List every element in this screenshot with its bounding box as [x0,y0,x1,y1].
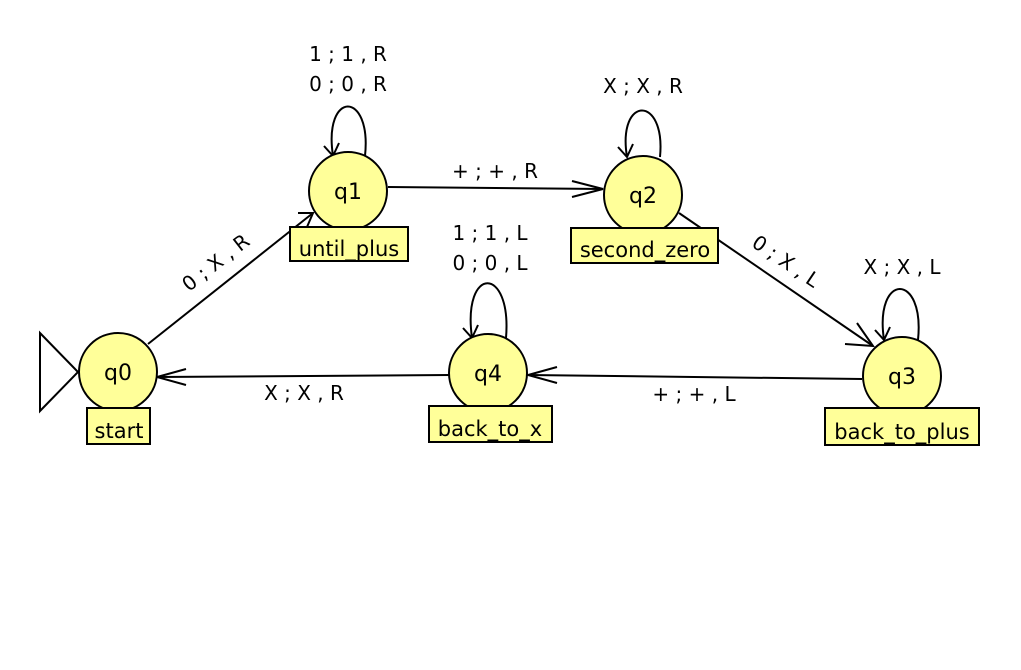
state-label-q2: second_zero [580,238,710,263]
edge-label-q1-self-1: 1 ; 1 , R [309,42,387,66]
state-label-q3: back_to_plus [834,420,969,445]
state-q3: q3 back_to_plus [824,336,980,446]
start-state-marker [39,330,80,414]
edge-label-q3-q4: + ; + , L [652,382,736,406]
state-label-box-q1 [289,226,409,262]
state-label-box-q3 [824,407,980,446]
state-name-q2: q2 [629,184,657,209]
edge-label-q2-q3: 0 ; X , L [748,230,825,293]
state-label-box-q4 [428,405,553,443]
state-label-q1: until_plus [299,237,399,262]
edge-label-q4-self-1: 1 ; 1 , L [452,221,528,245]
state-name-q3: q3 [888,365,916,390]
edge-label-q1-q2: + ; + , R [452,159,538,183]
state-q2: q2 second_zero [570,155,719,264]
edge-label-q1-self-2: 0 ; 0 , R [309,72,387,96]
edge-label-q0-q1: 0 ; X , R [177,229,254,297]
edge-q4-q0: X ; X , R [153,368,451,405]
edge-label-q4-self-2: 0 ; 0 , L [452,251,528,275]
edge-q1-q2: + ; + , R [387,159,604,198]
state-name-q4: q4 [474,362,502,387]
state-name-q0: q0 [104,361,132,386]
state-label-q0: start [95,419,144,443]
state-q0: q0 start [78,332,158,445]
state-label-q4: back_to_x [438,417,542,442]
state-label-box-q0 [86,407,151,445]
state-q4: q4 back_to_x [428,333,553,443]
edge-label-q3-self: X ; X , L [863,255,941,279]
edge-q3-q4: + ; + , L [524,366,863,406]
edge-q4-self: 1 ; 1 , L 0 ; 0 , L [452,221,528,340]
edge-label-q2-self: X ; X , R [603,74,683,98]
edge-q2-self: X ; X , R [603,74,683,159]
state-name-q1: q1 [334,180,362,205]
state-q1: q1 until_plus [289,151,409,262]
edge-label-q4-q0: X ; X , R [264,381,344,405]
state-label-box-q2 [570,227,719,264]
edge-q0-q1: 0 ; X , R [147,212,315,345]
edge-q1-self: 1 ; 1 , R 0 ; 0 , R [309,42,387,158]
edge-q3-self: X ; X , L [863,255,941,342]
